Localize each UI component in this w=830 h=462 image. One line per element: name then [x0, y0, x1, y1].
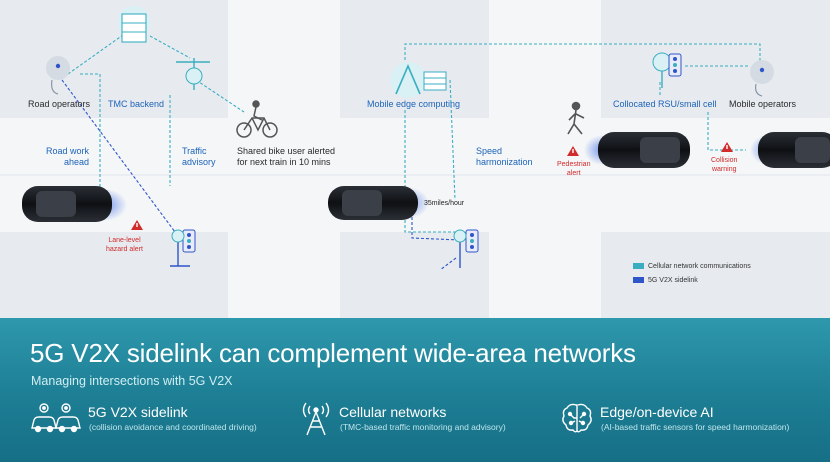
label-collocated-rsu: Collocated RSU/small cell — [613, 99, 717, 109]
feature-edge-ai-title: Edge/on-device AI — [600, 404, 714, 420]
feature-cellular-subtitle: (TMC-based traffic monitoring and adviso… — [340, 422, 506, 432]
legend-label-cellular: Cellular network communications — [648, 263, 751, 270]
feature-sidelink-subtitle: (collision avoidance and coordinated dri… — [89, 422, 257, 432]
label-mobile-operators: Mobile operators — [729, 99, 797, 109]
collision-alert-icon — [721, 142, 733, 152]
label-road-operators: Road operators — [28, 99, 91, 109]
rsu-small-cell-icon — [652, 52, 682, 88]
mobile-operator-head-icon — [750, 60, 774, 97]
car-right-1 — [584, 132, 690, 168]
banner-subtitle: Managing intersections with 5G V2X — [31, 374, 233, 388]
label-shared-bike: Shared bike user alerted for next train … — [237, 146, 336, 167]
edge-tower-icon — [390, 62, 447, 98]
cell-tower-icon — [302, 402, 330, 436]
banner-title: 5G V2X sidelink can complement wide-area… — [30, 338, 636, 368]
label-speed-reading: 35miles/hour — [424, 200, 465, 207]
traffic-light-middle-icon — [453, 229, 479, 268]
roadside-sensor-icon — [176, 58, 210, 90]
intersection-diagram: Road operators TMC backend Mobile edge c… — [0, 0, 830, 318]
connected-cars-icon — [31, 403, 81, 433]
legend-swatch-sidelink — [633, 277, 644, 284]
roads — [0, 0, 830, 318]
label-speed-harmonization: Speed harmonization — [476, 146, 533, 167]
brain-chip-icon — [562, 403, 592, 433]
legend-item-cellular: Cellular network communications — [633, 263, 751, 270]
feature-sidelink-title: 5G V2X sidelink — [88, 404, 188, 420]
bicycle-icon — [236, 100, 278, 138]
label-tmc-backend: TMC backend — [108, 99, 165, 109]
legend-item-sidelink: 5G V2X sidelink — [633, 277, 698, 284]
legend-label-sidelink: 5G V2X sidelink — [648, 277, 698, 284]
label-mobile-edge-computing: Mobile edge computing — [367, 99, 461, 109]
pedestrian-alert-icon — [567, 146, 579, 156]
cellular-links — [67, 29, 761, 233]
feature-edge-ai-subtitle: (AI-based traffic sensors for speed harm… — [601, 422, 790, 432]
traffic-light-left-icon — [170, 229, 196, 267]
hazard-alert-icon — [131, 220, 143, 230]
pedestrian-icon — [567, 101, 585, 135]
label-road-work-ahead: Road work ahead — [46, 146, 90, 167]
label-traffic-advisory: Traffic advisory — [182, 146, 216, 167]
label-collision-warning: Collision warning — [711, 157, 738, 173]
cloud-server-icon — [118, 6, 150, 43]
label-pedestrian-alert: Pedestrian alert — [557, 161, 591, 177]
banner-panel: 5G V2X sidelink can complement wide-area… — [0, 318, 830, 462]
feature-cellular-title: Cellular networks — [339, 404, 447, 420]
car-left — [22, 186, 127, 222]
car-right-2 — [750, 132, 830, 168]
legend-swatch-cellular — [633, 263, 644, 270]
diagram-graphics — [0, 0, 830, 318]
label-lane-level-hazard-alert: Lane-level hazard alert — [106, 237, 143, 253]
operator-head-icon — [46, 56, 70, 95]
car-middle — [328, 186, 429, 220]
